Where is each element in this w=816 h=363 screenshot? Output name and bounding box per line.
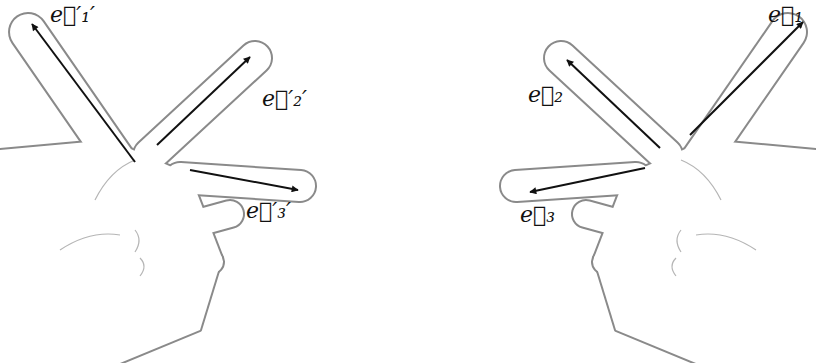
left-hand — [0, 32, 300, 363]
vector-arrow — [32, 24, 135, 162]
vector-arrow — [157, 57, 250, 145]
vector-label: e⃗₁ — [768, 4, 803, 26]
vector-label: e⃗₂ — [528, 84, 563, 106]
vector-arrow — [530, 168, 645, 192]
vector-arrow — [567, 60, 660, 148]
vector-arrow — [690, 22, 803, 135]
right-hand — [516, 32, 816, 363]
vector-label: e⃗′₃′ — [246, 200, 291, 222]
vector-label: e⃗′₂′ — [262, 88, 307, 110]
vector-label: e⃗′₁′ — [50, 4, 95, 26]
vector-arrow — [190, 170, 298, 190]
vector-label: e⃗₃ — [520, 204, 555, 226]
